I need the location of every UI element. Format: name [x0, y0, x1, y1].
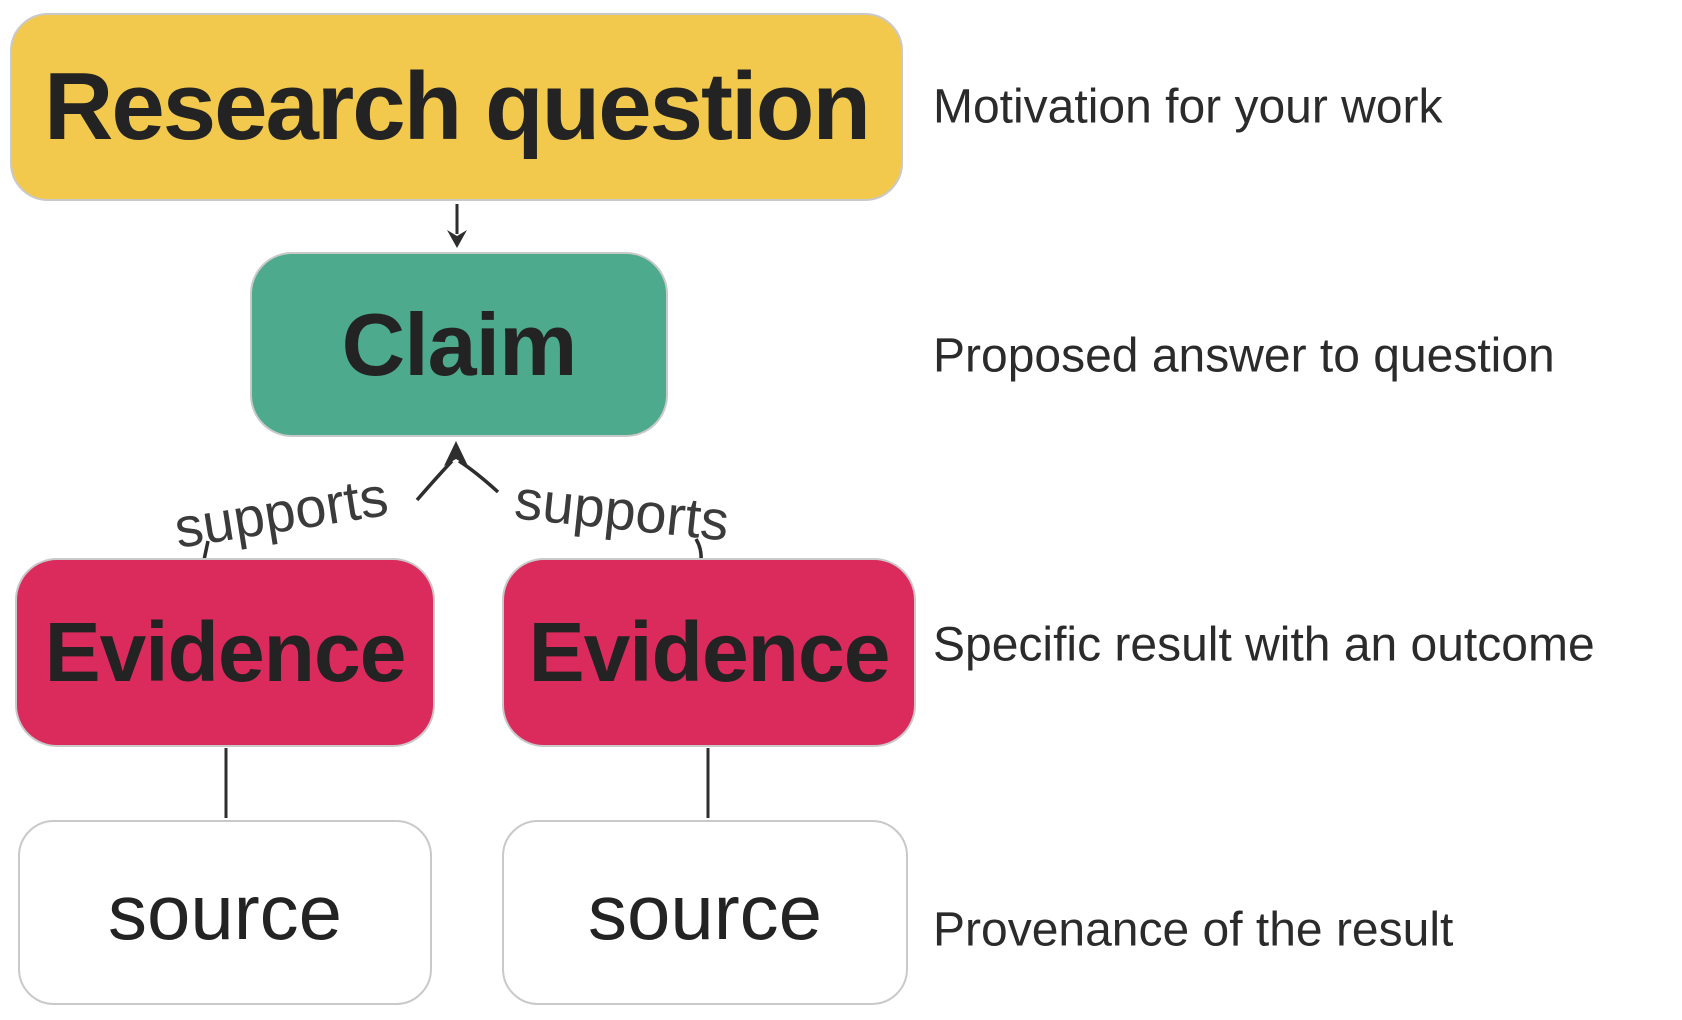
edge-evidence-right-to-claim [458, 459, 500, 494]
edge-evidence-left-to-claim [415, 459, 454, 502]
annotation-provenance: Provenance of the result [933, 903, 1454, 957]
node-evidence-right: Evidence [502, 558, 916, 747]
node-evidence-right-label: Evidence [528, 605, 891, 699]
edge-stub-evidence-left [202, 540, 210, 561]
annotation-proposed-answer: Proposed answer to question [933, 329, 1555, 383]
node-research-question-label: Research question [44, 53, 871, 160]
annotation-motivation: Motivation for your work [933, 80, 1443, 134]
node-claim: Claim [250, 252, 668, 437]
node-research-question: Research question [10, 13, 903, 201]
node-evidence-left: Evidence [15, 558, 435, 747]
node-source-right-label: source [587, 868, 823, 956]
node-evidence-left-label: Evidence [44, 605, 407, 699]
node-source-right: source [502, 820, 908, 1005]
arrowhead-evidence-to-claim [444, 441, 468, 466]
arrowhead-research-to-claim [447, 230, 467, 248]
node-source-left: source [18, 820, 432, 1005]
node-source-left-label: source [107, 868, 343, 956]
node-claim-label: Claim [341, 294, 578, 394]
annotation-specific-result: Specific result with an outcome [933, 618, 1595, 672]
